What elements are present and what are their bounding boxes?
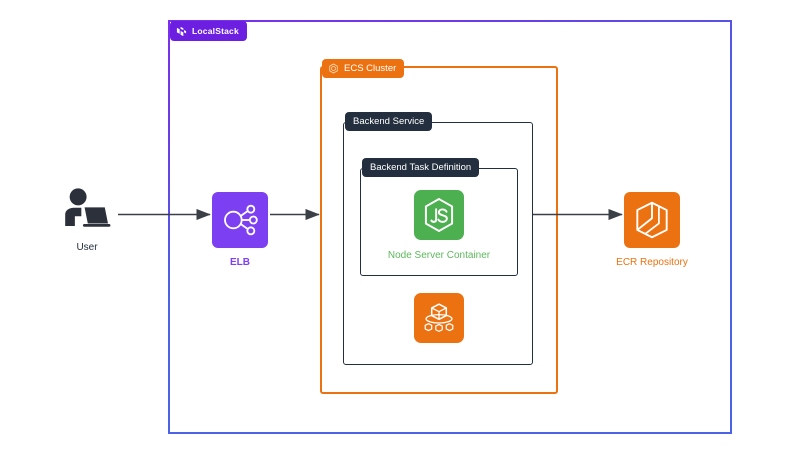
ecr-repository-label: ECR Repository	[616, 257, 688, 268]
ecs-cluster-boundary	[320, 66, 558, 394]
localstack-logo-icon	[176, 26, 187, 36]
ecs-cluster-label: ECS Cluster	[344, 63, 397, 74]
node-node-server-container[interactable]: Node Server Container	[388, 190, 490, 261]
task-definition-badge: Backend Task Definition	[362, 158, 480, 177]
elastic-load-balancer-icon	[224, 204, 258, 236]
task-definition-label: Backend Task Definition	[370, 162, 472, 173]
user-at-laptop-icon	[65, 188, 111, 227]
node-ecs-task-container[interactable]	[414, 293, 464, 352]
node-elb[interactable]: ELB	[212, 192, 268, 268]
user-label: User	[76, 242, 98, 253]
backend-service-badge: Backend Service	[345, 112, 433, 131]
ecs-container-icon-tile	[414, 293, 464, 343]
node-server-container-label: Node Server Container	[387, 250, 491, 261]
elb-icon-tile	[212, 192, 268, 248]
ecs-cluster-badge: ECS Cluster	[322, 59, 405, 78]
ecs-container-icon	[424, 303, 454, 332]
ecr-repository-icon	[636, 201, 668, 239]
backend-service-label: Backend Service	[353, 116, 425, 127]
ecr-icon-tile	[624, 192, 680, 248]
ecs-cluster-icon	[329, 63, 338, 74]
backend-service-boundary	[343, 122, 533, 365]
localstack-badge: LocalStack	[170, 21, 247, 41]
nodejs-icon	[424, 197, 454, 233]
localstack-badge-label: LocalStack	[192, 26, 239, 36]
node-ecr-repository[interactable]: ECR Repository	[616, 192, 688, 268]
node-user[interactable]: User	[47, 188, 127, 253]
nodejs-icon-tile	[414, 190, 464, 240]
elb-label: ELB	[230, 257, 250, 268]
